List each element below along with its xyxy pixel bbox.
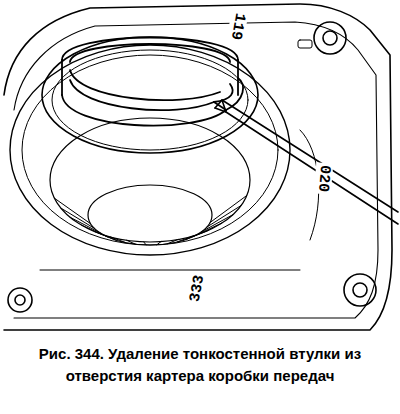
figure-caption: Рис. 344. Удаление тонкостенной втулки и… (30, 343, 370, 387)
rib-line (207, 206, 242, 228)
rib-line (110, 237, 125, 243)
rib-line (186, 230, 208, 239)
rib-line (127, 240, 136, 244)
cast-mark: 119 (227, 9, 249, 42)
rib-line (144, 242, 146, 245)
rib-line (54, 198, 90, 224)
thin-wall-bushing (62, 38, 243, 126)
rib-line (61, 208, 95, 229)
cast-mark: 020 (314, 162, 334, 194)
rib-line (157, 242, 161, 245)
rib-line (210, 195, 247, 222)
rib-line (82, 225, 108, 237)
housing-ribs (54, 195, 247, 245)
rib-line (177, 236, 194, 242)
rib-line (201, 215, 232, 232)
cast-mark: 333 (187, 271, 209, 304)
screwdriver (215, 100, 398, 224)
housing-outline (4, 4, 392, 330)
rib-line (167, 240, 178, 244)
